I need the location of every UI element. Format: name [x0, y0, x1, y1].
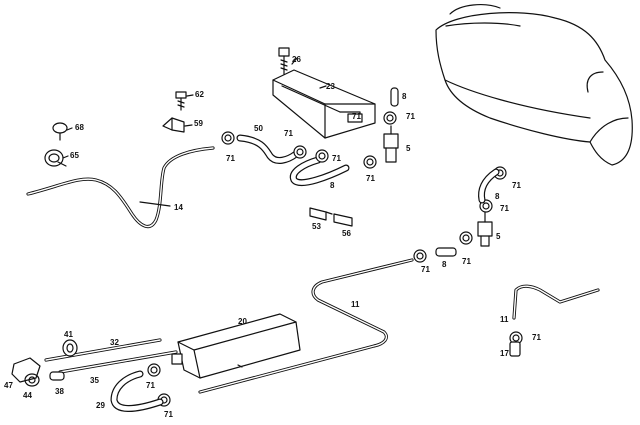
elbow-fitting: [11, 357, 41, 387]
callout-check-valve: 5: [496, 232, 501, 241]
callout-pipe-clamp: 65: [70, 151, 79, 160]
callout-pan-head-screw: 68: [75, 123, 84, 132]
callout-hose-clamp: 71: [226, 154, 235, 163]
callout-elbow-fitting: 47: [4, 381, 13, 390]
hose-clamp: [293, 145, 307, 159]
tank-line-pipe: [512, 284, 600, 320]
hose-clamp: [363, 155, 377, 169]
callout-fuel-line-pipe: 11: [351, 300, 360, 309]
callout-rubber-hose: 50: [254, 124, 263, 133]
fuel-filter-canister: [177, 313, 301, 379]
callout-short-hose: 8: [402, 92, 407, 101]
leader-lines: [62, 57, 327, 207]
callout-hose-clamp: 71: [532, 333, 541, 342]
callout-vent-rod: 32: [110, 338, 119, 347]
callout-hose-clamp: 71: [462, 257, 471, 266]
bolt: [278, 47, 290, 75]
screw: [175, 91, 187, 111]
callout-screw: 62: [195, 90, 204, 99]
callout-fuel-line-pipe: 14: [174, 203, 183, 212]
pipe-fitting: [509, 341, 521, 357]
connector-hose: [435, 247, 457, 257]
rubber-hose: [236, 134, 300, 164]
vent-rod: [44, 338, 162, 362]
callout-hose-clamp: 71: [332, 154, 341, 163]
spacer-sleeve: [49, 371, 65, 381]
callout-pipe-fitting: 17: [500, 349, 509, 358]
check-valve: [477, 211, 493, 247]
bracket: [171, 353, 183, 365]
callout-vent-rod: 35: [90, 376, 99, 385]
callout-mounting-clip: 59: [194, 119, 203, 128]
fuel-line-pipe: [198, 258, 414, 394]
callout-hose-clamp: 71: [164, 410, 173, 419]
callout-hose-clamp: 71: [366, 174, 375, 183]
hose-clamp: [221, 131, 235, 145]
callout-check-valve: 5: [406, 144, 411, 153]
rubber-grommet: [62, 339, 78, 357]
return-hose: [110, 370, 164, 412]
callout-connector-hose: 8: [442, 260, 447, 269]
callout-spacer-sleeve: 38: [55, 387, 64, 396]
vent-rod: [58, 350, 178, 374]
hose-clip: [309, 207, 333, 221]
callout-hose-clamp: 71: [284, 129, 293, 138]
callout-return-hose: 29: [96, 401, 105, 410]
hose-clamp: [459, 231, 473, 245]
callout-charcoal-canister: 23: [326, 82, 335, 91]
callout-rubber-hose-curved: 8: [330, 181, 335, 190]
charcoal-canister: [272, 69, 376, 139]
callout-hose-clamp: 71: [352, 112, 361, 121]
hose-clamp: [413, 249, 427, 263]
callout-hose-clip: 56: [342, 229, 351, 238]
callout-rubber-grommet: 41: [64, 330, 73, 339]
callout-elbow-fitting: 44: [23, 391, 32, 400]
tank-vent-hose: [478, 168, 500, 204]
callout-hose-clamp: 71: [146, 381, 155, 390]
rubber-hose-curved: [289, 156, 350, 187]
hose-clamp: [147, 363, 161, 377]
hose-clamp: [315, 149, 329, 163]
callout-hose-clamp: 71: [500, 204, 509, 213]
pan-head-screw: [52, 122, 68, 141]
callout-hose-clip: 53: [312, 222, 321, 231]
fuel-line-pipe: [26, 146, 215, 229]
callout-fuel-filter-canister: 20: [238, 317, 247, 326]
mounting-clip: [162, 117, 185, 133]
callout-bolt: 26: [292, 55, 301, 64]
callout-hose-clamp: 71: [421, 265, 430, 274]
callout-hose-clamp: 71: [406, 112, 415, 121]
hose-clamp: [383, 111, 397, 125]
callout-tank-line-pipe: 11: [500, 315, 509, 324]
callout-hose-clamp: 71: [512, 181, 521, 190]
check-valve: [383, 125, 399, 163]
fuel-tank: [435, 4, 633, 166]
callout-tank-vent-hose: 8: [495, 192, 500, 201]
hose-clip: [333, 213, 353, 227]
short-hose: [390, 87, 399, 107]
